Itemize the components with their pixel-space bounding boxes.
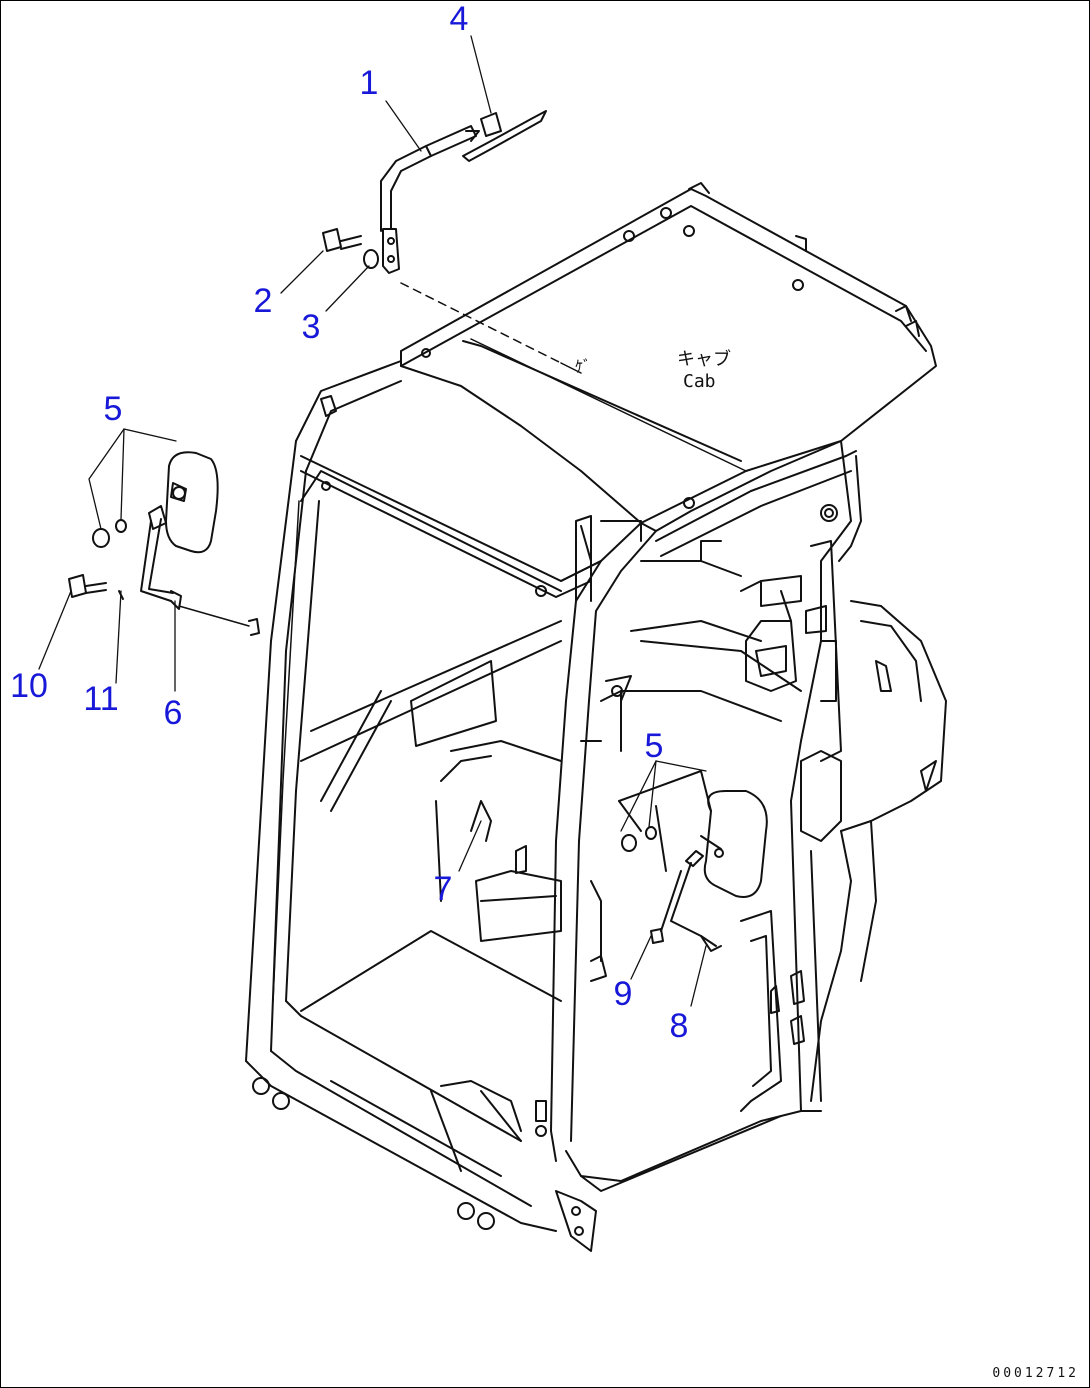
cab-label-mark: ｹﾞ — [575, 357, 592, 376]
leader-lines — [38, 35, 707, 1007]
callout-8: 8 — [669, 1007, 689, 1045]
callout-7: 7 — [433, 870, 453, 908]
callout-1: 1 — [359, 64, 379, 102]
cab-rear-body — [410, 440, 947, 1252]
callout-6: 6 — [163, 694, 183, 732]
cab-label-en: Cab — [683, 371, 716, 392]
left-mirror-assembly — [68, 451, 260, 636]
callout-9: 9 — [613, 975, 633, 1013]
callout-10: 10 — [10, 667, 48, 705]
drawing-reference-number: 00012712 — [992, 1366, 1079, 1381]
cab-label-jp: キャブ — [677, 349, 731, 370]
callout-5-right: 5 — [644, 727, 664, 765]
callout-2: 2 — [253, 282, 273, 320]
cab-roof — [400, 182, 937, 532]
cab-front-frame — [245, 360, 857, 1232]
callout-3: 3 — [301, 308, 321, 346]
callout-11: 11 — [83, 680, 119, 718]
callout-4: 4 — [449, 0, 469, 38]
roof-mirror-assembly — [322, 110, 582, 374]
callout-5-left: 5 — [103, 390, 123, 428]
right-mirror-assembly — [618, 770, 768, 952]
